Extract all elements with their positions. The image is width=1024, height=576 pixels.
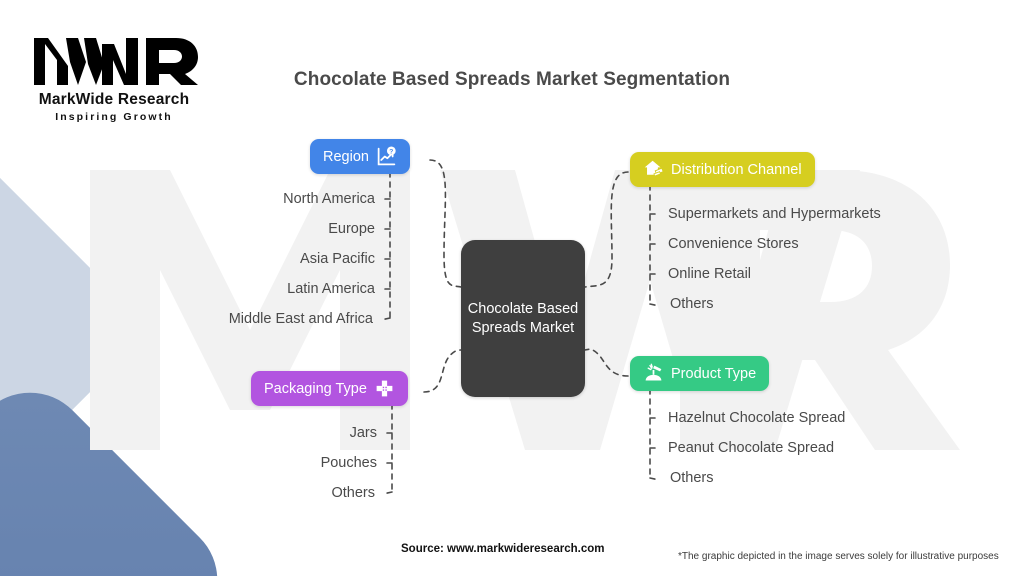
leaf-region-0: North America	[283, 191, 375, 207]
leaf-distribution-2: Online Retail	[668, 266, 752, 282]
branch-badge-packaging-type[interactable]: Packaging Type	[251, 371, 408, 406]
leaf-packaging-0: Jars	[349, 425, 377, 441]
leaf-region-3: Latin America	[287, 281, 375, 297]
disclaimer-text: *The graphic depicted in the image serve…	[678, 551, 999, 562]
leaf-product-0: Hazelnut Chocolate Spread	[668, 410, 846, 426]
svg-text:?: ?	[389, 148, 393, 155]
leaf-distribution-3: Others	[670, 296, 714, 312]
connector-product	[584, 348, 629, 377]
package-box-icon	[376, 380, 393, 397]
brand-tagline: Inspiring Growth	[55, 111, 173, 123]
leaf-region-2: Asia Pacific	[300, 251, 375, 267]
branch-label-packaging-type: Packaging Type	[264, 380, 367, 397]
leaf-distribution-1: Convenience Stores	[668, 236, 799, 252]
stubs-packaging	[382, 432, 393, 495]
leaf-product-1: Peanut Chocolate Spread	[668, 440, 835, 456]
branch-label-distribution-channel: Distribution Channel	[671, 161, 802, 178]
branch-badge-product-type[interactable]: Product Type	[630, 356, 770, 391]
leaf-packaging-2: Others	[331, 485, 375, 501]
leaf-distribution-0: Supermarkets and Hypermarkets	[668, 206, 881, 222]
branch-label-region: Region	[323, 148, 369, 165]
brand-name: MarkWide Research	[38, 91, 190, 108]
center-node: Chocolate Based Spreads Market	[461, 240, 585, 397]
branch-label-product-type: Product Type	[671, 365, 757, 382]
stubs-distribution	[649, 213, 660, 307]
leaf-packaging-1: Pouches	[320, 455, 377, 471]
leaf-region-4: Middle East and Africa	[228, 311, 373, 327]
stubs-product	[649, 417, 660, 481]
store-delivery-icon	[644, 160, 664, 177]
page-title: Chocolate Based Spreads Market Segmentat…	[293, 69, 731, 90]
connector-region	[429, 159, 462, 288]
connector-distribution	[584, 171, 629, 288]
center-node-label: Chocolate Based Spreads Market	[467, 300, 579, 336]
branch-badge-region[interactable]: Region ?	[310, 139, 410, 174]
leaf-product-2: Others	[670, 470, 714, 486]
source-text: Source: www.markwideresearch.com	[401, 543, 605, 555]
decorative-shape-dark	[0, 367, 243, 576]
leaf-region-1: Europe	[328, 221, 375, 237]
lab-research-icon	[645, 363, 662, 381]
branch-badge-distribution-channel[interactable]: Distribution Channel	[630, 152, 815, 187]
brand-logo: MarkWide Research Inspiring Growth	[26, 30, 202, 123]
mwr-monogram-icon	[34, 38, 198, 85]
stubs-region	[380, 198, 391, 321]
connector-packaging	[423, 349, 462, 393]
analytics-chart-icon: ?	[377, 146, 396, 166]
decorative-shape-light	[0, 117, 153, 543]
